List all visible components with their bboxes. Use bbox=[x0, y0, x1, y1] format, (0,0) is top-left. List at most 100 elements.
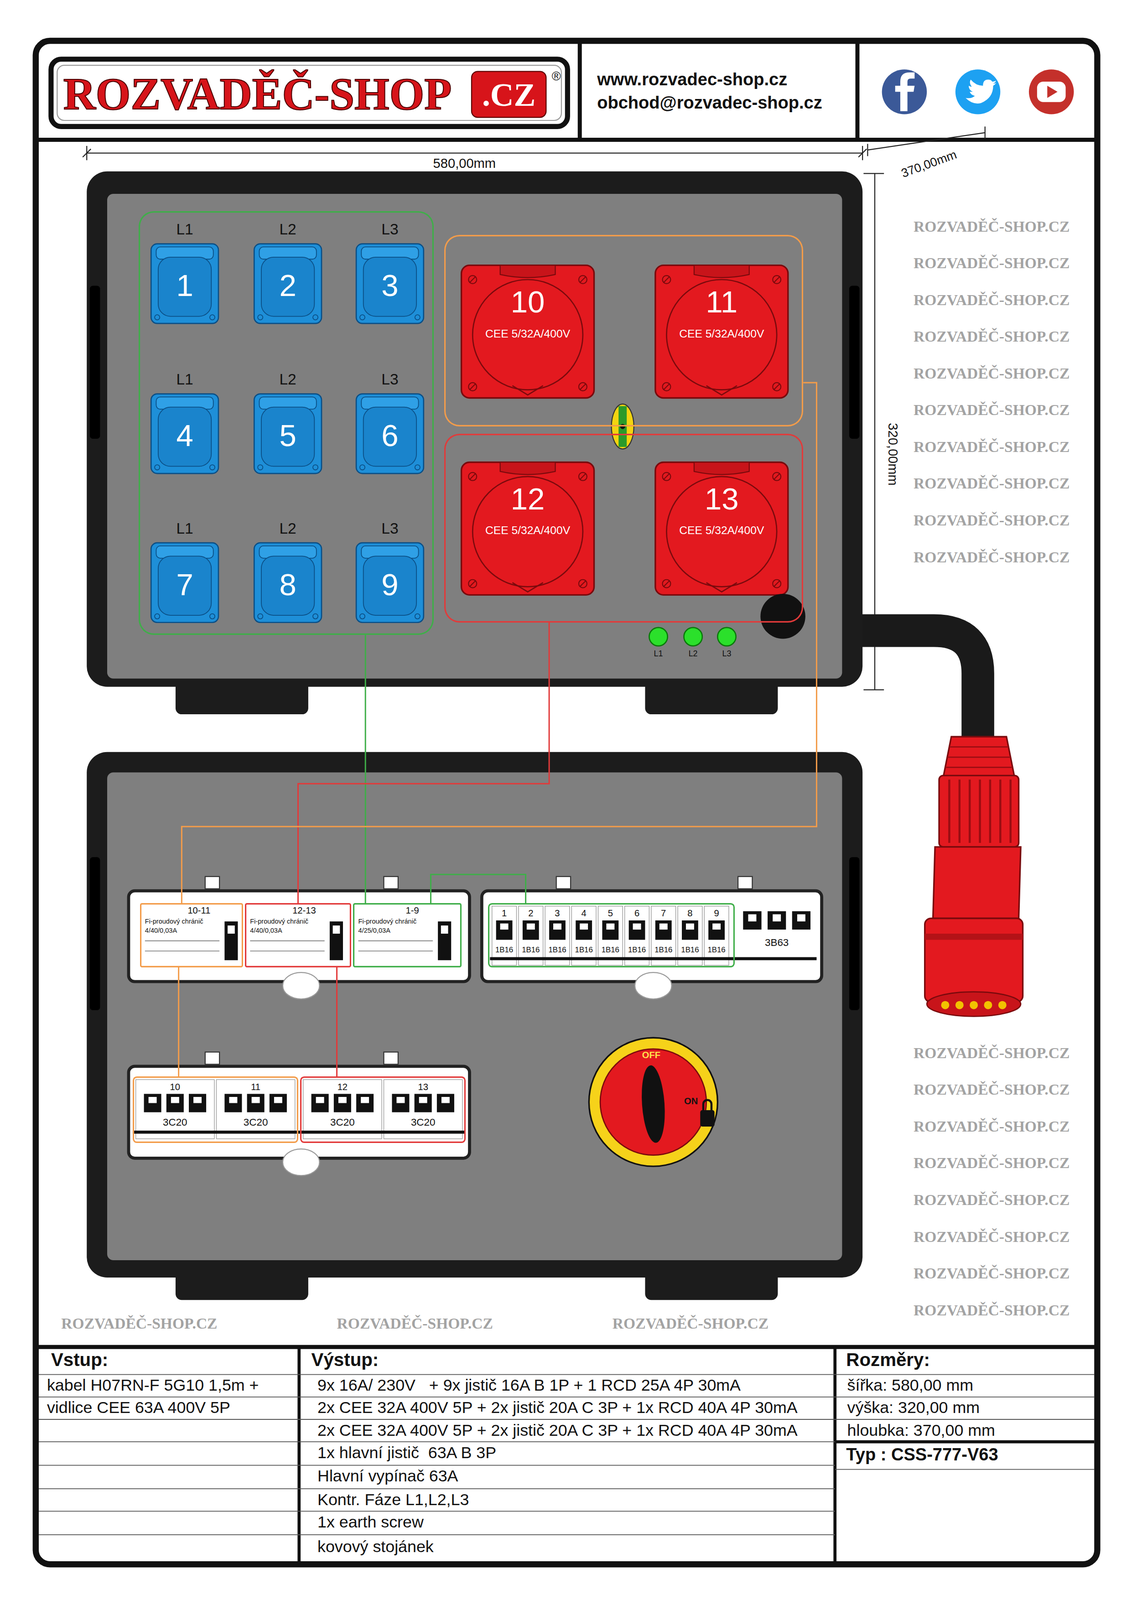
socket-cee: 11CEE 5/32A/400V bbox=[655, 265, 789, 399]
breaker-body bbox=[436, 1093, 455, 1112]
socket-number: 1 bbox=[176, 270, 193, 302]
socket-230v bbox=[254, 394, 322, 474]
breaker-rating: 1B16 bbox=[654, 945, 673, 954]
breaker-body bbox=[441, 1096, 450, 1103]
din-panel bbox=[481, 890, 822, 982]
plug-cee-63a bbox=[983, 1001, 992, 1010]
socket-230v bbox=[356, 542, 424, 623]
socket-number: 8 bbox=[279, 569, 296, 600]
watermark: ROZVADĚČ-SHOP.CZ bbox=[913, 1117, 1070, 1135]
rcd-module: 12-13Fi-proudový chránič4/40/0,03A bbox=[244, 903, 352, 968]
social-icons bbox=[955, 69, 1001, 115]
circuit-number: 5 bbox=[607, 908, 613, 918]
device-name: Fi-proudový chránič bbox=[358, 918, 417, 925]
plug-cee-63a bbox=[924, 933, 1023, 940]
web-address: www.rozvadec-shop.cz bbox=[597, 70, 788, 90]
breaker-1p: 7 1B16 bbox=[651, 906, 676, 966]
socket-cee: 12CEE 5/32A/400V bbox=[461, 462, 595, 595]
breaker-rating: 1B16 bbox=[601, 945, 620, 954]
watermark: ROZVADĚČ-SHOP.CZ bbox=[913, 548, 1070, 566]
dimension: 320,00mm bbox=[885, 422, 901, 486]
breaker-3p: 103C20 bbox=[135, 1079, 215, 1139]
breaker-body bbox=[545, 906, 570, 966]
breaker-rating: 3C20 bbox=[410, 1117, 436, 1128]
table-cell: šířka: 580,00 mm bbox=[847, 1376, 974, 1395]
phase-led bbox=[683, 627, 702, 646]
device-rating: 4/40/0,03A bbox=[249, 927, 282, 935]
plug-cee-63a bbox=[945, 747, 1013, 768]
breaker-body bbox=[624, 906, 650, 966]
watermark: ROZVADĚČ-SHOP.CZ bbox=[913, 328, 1070, 346]
socket-rating: CEE 5/32A/400V bbox=[485, 524, 571, 537]
spec-table bbox=[835, 1440, 1095, 1444]
wire bbox=[364, 634, 367, 904]
breaker-1p: 11B16 bbox=[492, 906, 517, 966]
socket-230v: L36 bbox=[356, 394, 424, 474]
breaker-body bbox=[311, 1093, 329, 1112]
socket-230v: L25 bbox=[254, 394, 322, 474]
social-icons bbox=[1047, 85, 1058, 99]
top-housing bbox=[86, 171, 863, 687]
watermark: ROZVADĚČ-SHOP.CZ bbox=[913, 1081, 1070, 1099]
breaker-1p: 41B16 bbox=[571, 906, 597, 966]
plug-cee-63a bbox=[998, 1001, 1007, 1010]
phase-label: L3 bbox=[381, 222, 399, 238]
main-switch bbox=[588, 1037, 718, 1167]
plug-cee-63a bbox=[924, 918, 1023, 1003]
socket-230v bbox=[150, 394, 219, 474]
breaker-body bbox=[500, 923, 509, 930]
plug-cee-63a bbox=[940, 1001, 950, 1010]
socket-230v: L39 bbox=[356, 542, 424, 623]
dimension-line bbox=[984, 126, 986, 139]
din-panel bbox=[282, 1148, 320, 1176]
table-heading: Výstup: bbox=[311, 1350, 380, 1371]
socket-230v bbox=[150, 244, 219, 324]
circuit-number: 4 bbox=[581, 908, 587, 918]
table-cell: 2x CEE 32A 400V 5P + 2x jistič 20A C 3P … bbox=[317, 1399, 798, 1418]
social-icons bbox=[882, 69, 927, 115]
breaker-body bbox=[518, 906, 544, 966]
breaker-body bbox=[132, 1093, 465, 1134]
breaker-body bbox=[489, 911, 817, 961]
breaker-1p: 31B16 bbox=[545, 906, 570, 966]
wire bbox=[177, 967, 180, 1077]
circuit-number: 7 bbox=[660, 908, 666, 918]
plug-cee-63a bbox=[924, 736, 1023, 1017]
sheet-frame bbox=[855, 40, 860, 140]
socket-cee bbox=[461, 265, 595, 399]
breaker-body bbox=[489, 957, 817, 961]
breaker-body bbox=[704, 906, 729, 966]
breaker-body bbox=[708, 920, 725, 940]
device-rating: 4/25/0,03A bbox=[358, 927, 391, 935]
breaker-body bbox=[419, 1096, 428, 1103]
earth-screw bbox=[620, 424, 626, 430]
breaker-body bbox=[193, 1096, 202, 1103]
phase-led bbox=[649, 627, 668, 646]
breaker-body bbox=[747, 914, 757, 922]
breaker-body bbox=[797, 914, 806, 922]
watermark: ROZVADĚČ-SHOP.CZ bbox=[612, 1314, 769, 1332]
watermark: ROZVADĚČ-SHOP.CZ bbox=[913, 254, 1070, 272]
breaker-body bbox=[553, 923, 562, 930]
breaker-body bbox=[414, 1093, 432, 1112]
watermark: ROZVADĚČ-SHOP.CZ bbox=[913, 364, 1070, 382]
breaker-rating: 1B16 bbox=[548, 945, 566, 954]
socket-230v: L11 bbox=[150, 244, 219, 324]
breaker-body bbox=[792, 911, 811, 930]
breaker-body bbox=[135, 1079, 215, 1139]
socket-number: 13 bbox=[704, 483, 739, 515]
breaker-body bbox=[767, 911, 786, 930]
dimension-line bbox=[863, 689, 884, 691]
din-panel bbox=[282, 972, 320, 999]
socket-230v bbox=[150, 244, 424, 623]
din-panel bbox=[205, 1052, 220, 1065]
breaker-body bbox=[655, 920, 672, 940]
rcd-body bbox=[437, 921, 452, 961]
logo-box: ROZVADĚČ-SHOP.CZ bbox=[51, 59, 568, 127]
email-address: obchod@rozvadec-shop.cz bbox=[597, 93, 823, 113]
dimension-line bbox=[874, 173, 876, 690]
watermark: ROZVADĚČ-SHOP.CZ bbox=[61, 1314, 218, 1332]
dimension-line bbox=[867, 143, 868, 156]
watermark: ROZVADĚČ-SHOP.CZ bbox=[913, 1154, 1070, 1172]
top-housing bbox=[86, 171, 863, 715]
